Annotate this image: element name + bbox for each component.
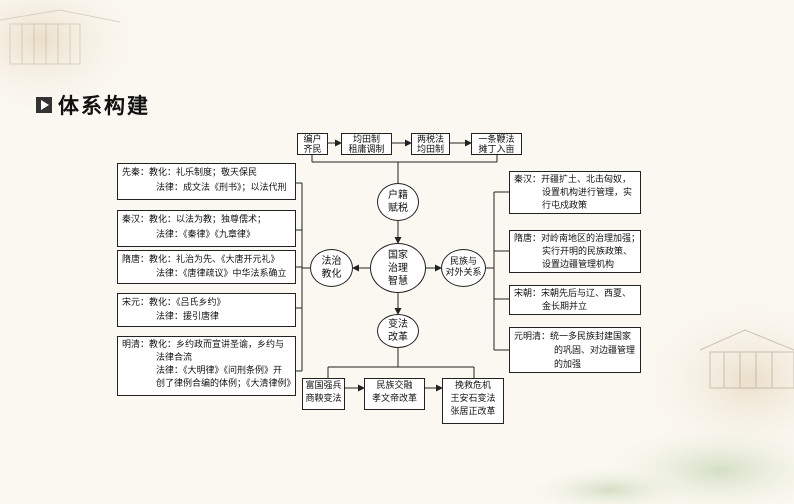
section-header: 体系构建 [36, 90, 150, 120]
bottom-box-xiaowendi: 民族交融孝文帝改革 [364, 378, 425, 410]
right-box-qinhan: 秦汉：开疆扩土、北击匈奴，设置机构进行管理，实行屯戍政策 [509, 171, 641, 214]
oval-reform: 变法改革 [377, 314, 419, 348]
pavilion-bottom-right [699, 329, 794, 389]
top-box-bianhu: 编户齐民 [297, 133, 328, 155]
left-box-xianqin: 先秦：教化：礼乐制度；敬天保民法律：成文法《刑书》；以法代刑 [117, 163, 296, 200]
left-box-suitang: 隋唐：教化：礼治为先、《大唐开元礼》法律：《唐律疏议》中华法系确立 [117, 250, 296, 284]
section-title: 体系构建 [58, 94, 150, 118]
oval-tax: 户籍赋税 [377, 183, 419, 221]
bottom-box-wanjiu: 挽救危机王安石变法张居正改革 [442, 378, 504, 424]
right-box-yuanmingqing: 元明清：统一多民族封建国家的巩固、对边疆管理的加强 [509, 327, 641, 373]
top-box-liangshui: 两税法均田制 [411, 133, 450, 155]
left-box-mingqing: 明清：教化：乡约政而宣讲圣谕，乡约与法律合流法律：《大明律》《问刑条例》开创了律… [117, 336, 296, 396]
oval-ethnic-relations: 民族与对外关系 [441, 249, 486, 287]
pavilion-top-left [0, 9, 121, 65]
left-box-qinhan: 秦汉：教化：以法为教；独尊儒术；法律：《秦律》《九章律》 [117, 210, 296, 247]
top-box-juntian: 均田制租庸调制 [341, 133, 392, 155]
top-box-yitiaobian: 一条鞭法摊丁入亩 [471, 133, 522, 155]
left-box-songyuan: 宋元：教化：《吕氏乡约》法律：援引唐律 [117, 293, 296, 327]
play-triangle-icon [36, 97, 52, 113]
oval-law: 法治教化 [310, 249, 353, 287]
bottom-box-shangyang: 富国强兵商鞅变法 [302, 378, 345, 410]
right-box-suitang: 隋唐：对岭南地区的治理加强；实行开明的民族政策、设置边疆管理机构 [509, 230, 641, 273]
right-box-song: 宋朝：宋朝先后与辽、西夏、金长期并立 [509, 285, 641, 315]
oval-center-governance: 国家治理智慧 [370, 243, 426, 293]
